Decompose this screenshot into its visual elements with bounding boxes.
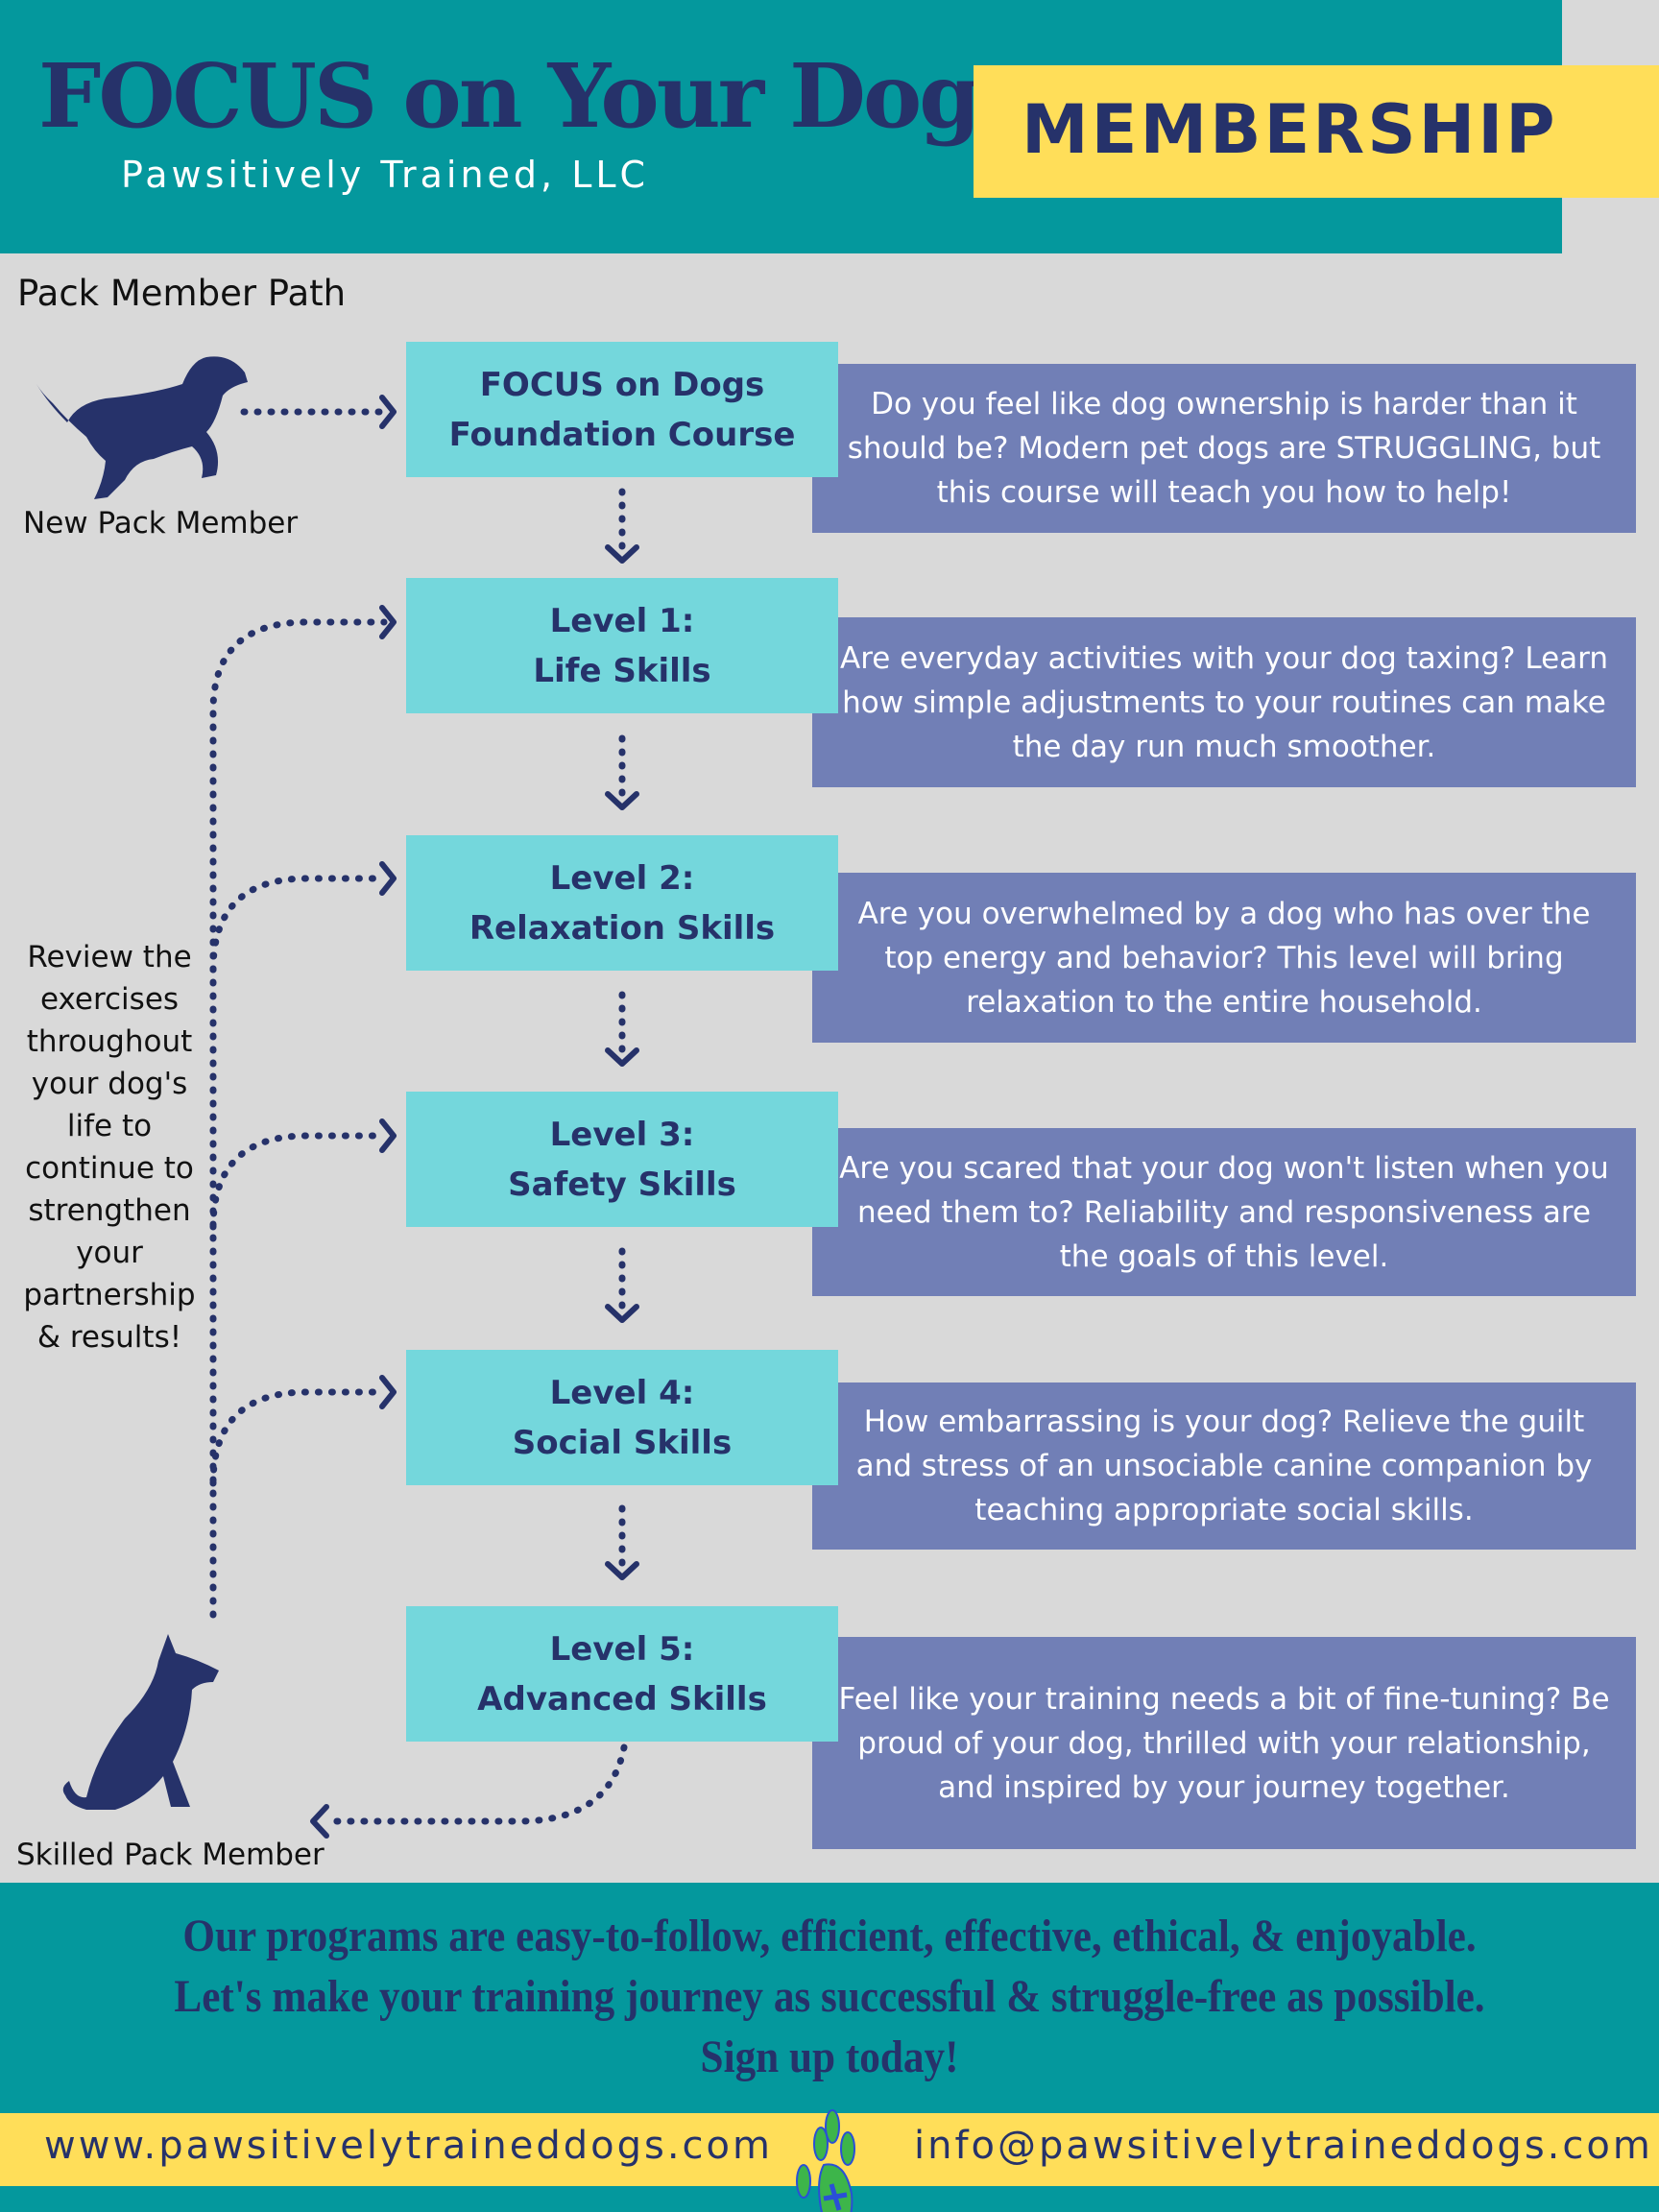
step-line2: Advanced Skills: [477, 1679, 767, 1719]
running-dog-icon: [36, 356, 248, 499]
footer-line: Sign up today!: [700, 2032, 959, 2082]
email-link[interactable]: info@pawsitivelytraineddogs.com: [914, 2124, 1653, 2168]
step-line2: Social Skills: [512, 1423, 733, 1462]
step-line2: Foundation Course: [448, 415, 796, 454]
sitting-dog-icon: [62, 1634, 219, 1810]
step-line1: Level 4:: [549, 1373, 695, 1412]
step-description: How embarrassing is your dog? Relieve th…: [812, 1382, 1636, 1550]
step-level-2: Level 2: Relaxation Skills: [406, 835, 838, 971]
step-line1: Level 1:: [549, 601, 695, 640]
step-line2: Life Skills: [533, 651, 711, 690]
step-level-1: Level 1: Life Skills: [406, 578, 838, 713]
step-description: Are you scared that your dog won't liste…: [812, 1128, 1636, 1296]
section-title: Pack Member Path: [17, 273, 347, 314]
review-note: Review the exercises throughout your dog…: [23, 940, 196, 1355]
skilled-pack-member-label: Skilled Pack Member: [16, 1838, 325, 1872]
review-loop-line: [209, 875, 388, 974]
review-loop-line: [209, 618, 388, 1619]
website-link[interactable]: www.pawsitivelytraineddogs.com: [44, 2124, 773, 2168]
step-line1: FOCUS on Dogs: [479, 365, 765, 404]
review-loop-line: [209, 1132, 388, 1231]
page-title: FOCUS on Your Dog: [38, 44, 981, 148]
step-description: Feel like your training needs a bit of f…: [812, 1637, 1636, 1849]
arrow-end-line: [323, 1743, 628, 1825]
review-loop-line: [209, 1388, 388, 1487]
footer-message: Our programs are easy-to-follow, efficie…: [0, 1906, 1659, 2088]
membership-badge: [974, 65, 1659, 198]
step-level-3: Level 3: Safety Skills: [406, 1092, 838, 1227]
paw-logo-icon: [796, 2109, 855, 2212]
footer-line: Let's make your training journey as succ…: [174, 1971, 1485, 2022]
new-pack-member-label: New Pack Member: [23, 506, 299, 541]
arrowheads: [310, 395, 639, 1839]
company-name: Pawsitively Trained, LLC: [121, 154, 650, 196]
step-level-4: Level 4: Social Skills: [406, 1350, 838, 1485]
step-level-5: Level 5: Advanced Skills: [406, 1606, 838, 1742]
membership-label: MEMBERSHIP: [1022, 90, 1558, 169]
step-line2: Safety Skills: [508, 1165, 736, 1204]
step-line1: Level 3:: [549, 1115, 695, 1154]
step-description: Are you overwhelmed by a dog who has ove…: [812, 873, 1636, 1043]
step-description: Do you feel like dog ownership is harder…: [812, 364, 1636, 533]
step-line2: Relaxation Skills: [469, 908, 776, 948]
step-description: Are everyday activities with your dog ta…: [812, 617, 1636, 787]
footer-line: Our programs are easy-to-follow, efficie…: [182, 1911, 1477, 1961]
step-line1: Level 2:: [549, 858, 695, 898]
step-line1: Level 5:: [549, 1629, 695, 1669]
